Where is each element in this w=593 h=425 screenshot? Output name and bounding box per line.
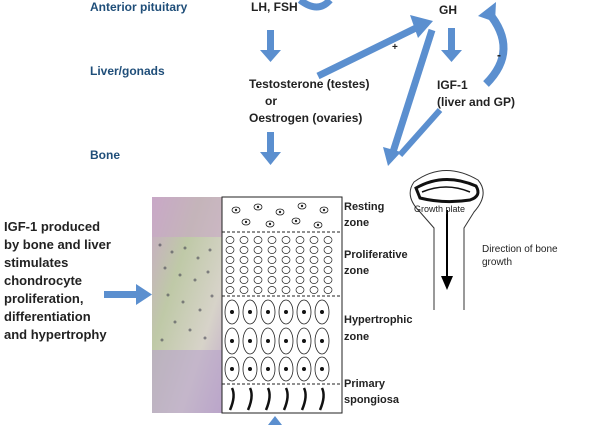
primary-spongiosa-trabeculae: [228, 387, 325, 411]
igf-text-line1: IGF-1 produced: [4, 219, 101, 234]
positive-sign: +: [392, 42, 398, 53]
negative-sign: -: [497, 48, 501, 62]
proliferative-zone-cells: [225, 236, 333, 294]
arrow-igf1-feedback: [478, 2, 508, 87]
hypertrophic-zone-cells: [224, 299, 330, 382]
long-bone-illustration: [409, 170, 484, 310]
arrow-lh-to-testosterone: [260, 30, 281, 62]
growth-plate-label: Growth plate: [414, 204, 466, 214]
igf-text-line6: differentiation: [4, 309, 91, 324]
igf-text-line2: by bone and liver: [4, 237, 111, 252]
arrow-lh-fsh-curve: [297, 0, 333, 11]
igf-text-line5: proliferation,: [4, 291, 84, 306]
zone-label-resting: Resting: [344, 201, 385, 213]
histology-image: [152, 197, 222, 413]
zone-label-primary: Primary: [344, 378, 385, 390]
zone-label-hypertrophic-2: zone: [344, 331, 370, 343]
direction-label-line1: Direction of bone: [482, 244, 558, 255]
direction-label-line2: growth: [482, 257, 513, 268]
hormone-igf1: IGF-1: [437, 78, 468, 92]
zone-label-hypertrophic: Hypertrophic: [344, 314, 413, 326]
growth-plate-schematic: [221, 196, 343, 414]
hormone-igf1-source: (liver and GP): [437, 95, 516, 109]
zone-label-proliferative-2: zone: [344, 265, 370, 277]
hormone-gh: GH: [439, 3, 457, 17]
direction-of-growth-arrow: [441, 210, 453, 290]
arrow-gh-to-bone: [383, 28, 436, 166]
igf-text-line3: stimulates: [4, 255, 69, 270]
arrow-oestrogen-to-bone: [260, 132, 281, 165]
arrow-testosterone-to-gh: [316, 15, 433, 80]
zone-label-primary-2: spongiosa: [344, 394, 400, 406]
level-label-liver-gonads: Liver/gonads: [90, 64, 165, 78]
arrow-igf-text-to-histology: [104, 284, 152, 305]
igf-text-line7: and hypertrophy: [4, 327, 107, 342]
hormone-or: or: [265, 94, 277, 108]
level-label-anterior-pituitary: Anterior pituitary: [90, 0, 188, 14]
level-label-bone: Bone: [90, 148, 120, 162]
arrow-igf1-to-bone: [397, 108, 443, 157]
zone-label-resting-2: zone: [344, 217, 370, 229]
hormone-testosterone: Testosterone (testes): [249, 77, 370, 91]
arrow-gh-to-igf1: [441, 28, 462, 62]
zone-label-proliferative: Proliferative: [344, 249, 408, 261]
igf-text-line4: chondrocyte: [4, 273, 83, 288]
arrow-up-bottom: [268, 416, 282, 425]
hormone-oestrogen: Oestrogen (ovaries): [249, 111, 363, 125]
hormone-lh-fsh: LH, FSH: [251, 0, 298, 14]
